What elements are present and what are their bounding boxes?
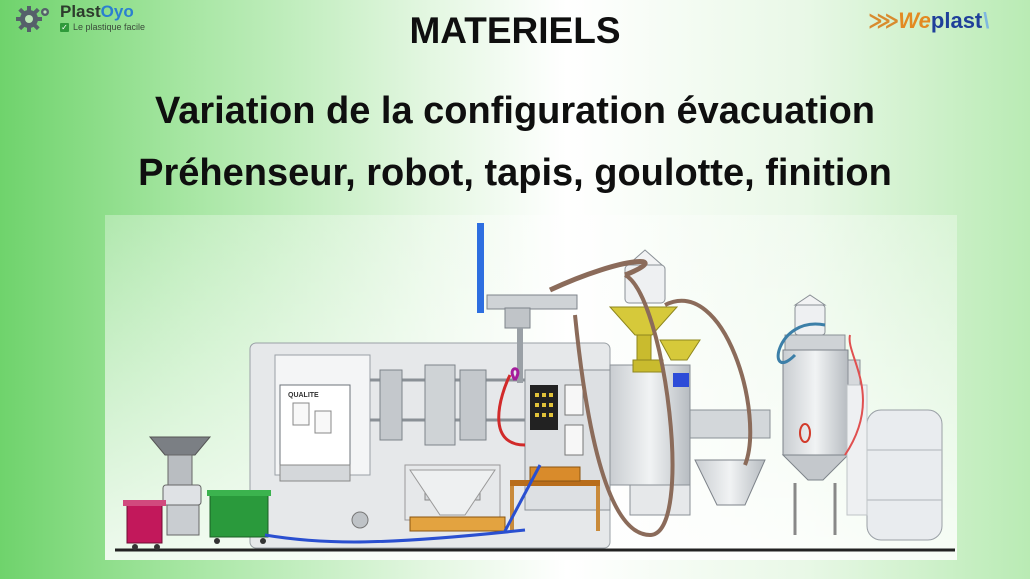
weplast-logo: ⋙ We plast \ [868,6,1020,36]
slide-title: MATERIELS [409,10,621,51]
robot-arm-icon [477,223,578,447]
granulator-icon [148,436,212,536]
brand-name: PlastOyo [60,2,134,22]
brand-tagline: Le plastique facile [73,22,146,32]
brand-name-part2: Oyo [100,2,134,21]
green-bin-icon [207,490,271,538]
weplast-logo-tail: \ [983,8,990,33]
slide-subtitle-line1: Variation de la configuration évacuation [154,90,876,132]
gear-icon [16,6,49,32]
plastoyo-logo: PlastOyo ✓ Le plastique facile [14,2,204,34]
conveyor-icon [409,466,600,532]
brand-name-part1: Plast [60,2,101,21]
chevrons-icon: ⋙ [868,8,899,33]
hopper-icon [608,249,701,387]
qualite-label: QUALITE [288,392,319,399]
slide-subtitle-line2: Préhenseur, robot, tapis, goulotte, fini… [138,152,892,194]
checkmark-icon: ✓ [60,22,69,32]
weplast-logo-part1: We [898,8,931,33]
cone-hopper-icon [694,459,766,506]
weplast-logo-part2: plast [930,8,983,33]
brand-tagline-row: ✓ Le plastique facile [60,22,145,32]
bin-icon [123,500,166,544]
equipment-illustration: QUALITE [105,215,957,560]
injection-machine-icon: QUALITE [249,342,611,549]
